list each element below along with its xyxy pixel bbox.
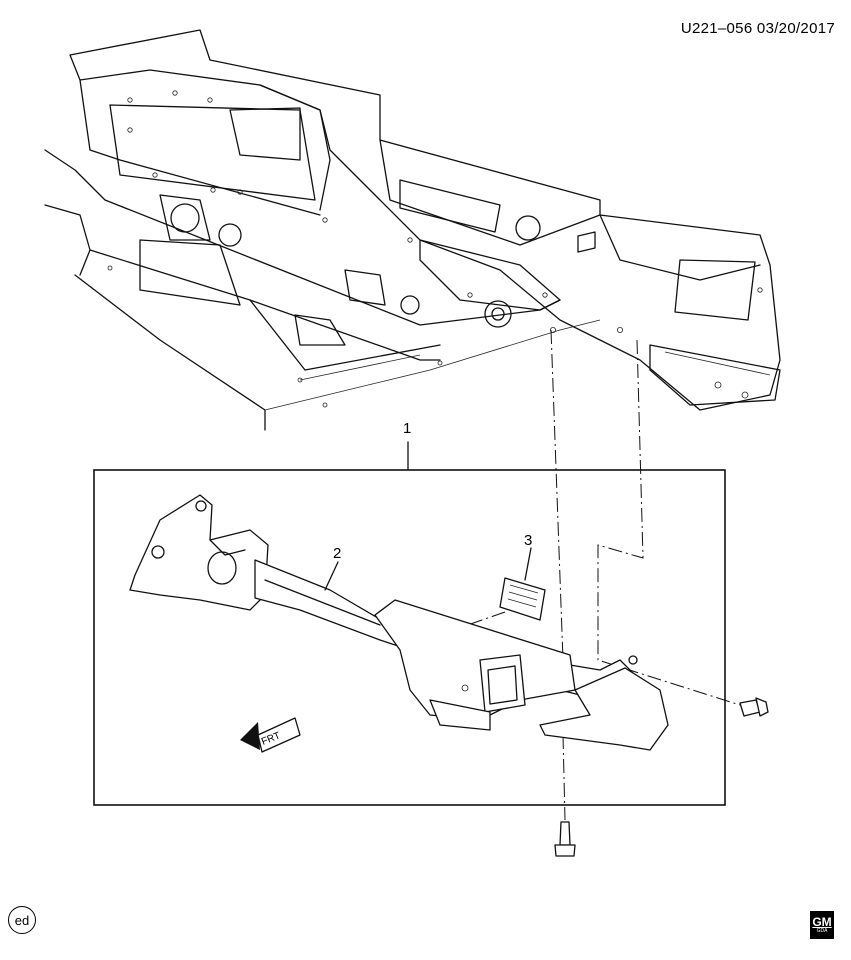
gm-logo-text: GM <box>812 915 832 929</box>
callout-3-leader <box>524 547 532 581</box>
gm-logo-subtext: GDA <box>816 928 828 934</box>
bolt-bottom <box>554 821 576 857</box>
callout-3-label: 3 <box>524 532 532 549</box>
document-id: U221–056 03/20/2017 <box>680 20 835 37</box>
gm-logo: GM GDA <box>810 911 834 939</box>
rear-bumper-frame-illustration <box>44 29 781 431</box>
callout-2-leader <box>324 561 339 591</box>
hitch-receiver-part <box>129 494 669 751</box>
front-direction-arrow: FRT <box>240 717 301 753</box>
parts-group-box <box>93 469 726 806</box>
callout-1-label: 1 <box>403 420 411 437</box>
ed-badge: ed <box>8 906 36 934</box>
alignment-line-left <box>550 329 564 661</box>
alignment-line-bottom <box>562 734 566 821</box>
bolt-right <box>739 697 769 717</box>
alignment-line-right <box>597 339 741 706</box>
callout-2-label: 2 <box>333 545 341 562</box>
fastener-dots <box>107 90 763 408</box>
hitch-label-part <box>499 577 546 621</box>
